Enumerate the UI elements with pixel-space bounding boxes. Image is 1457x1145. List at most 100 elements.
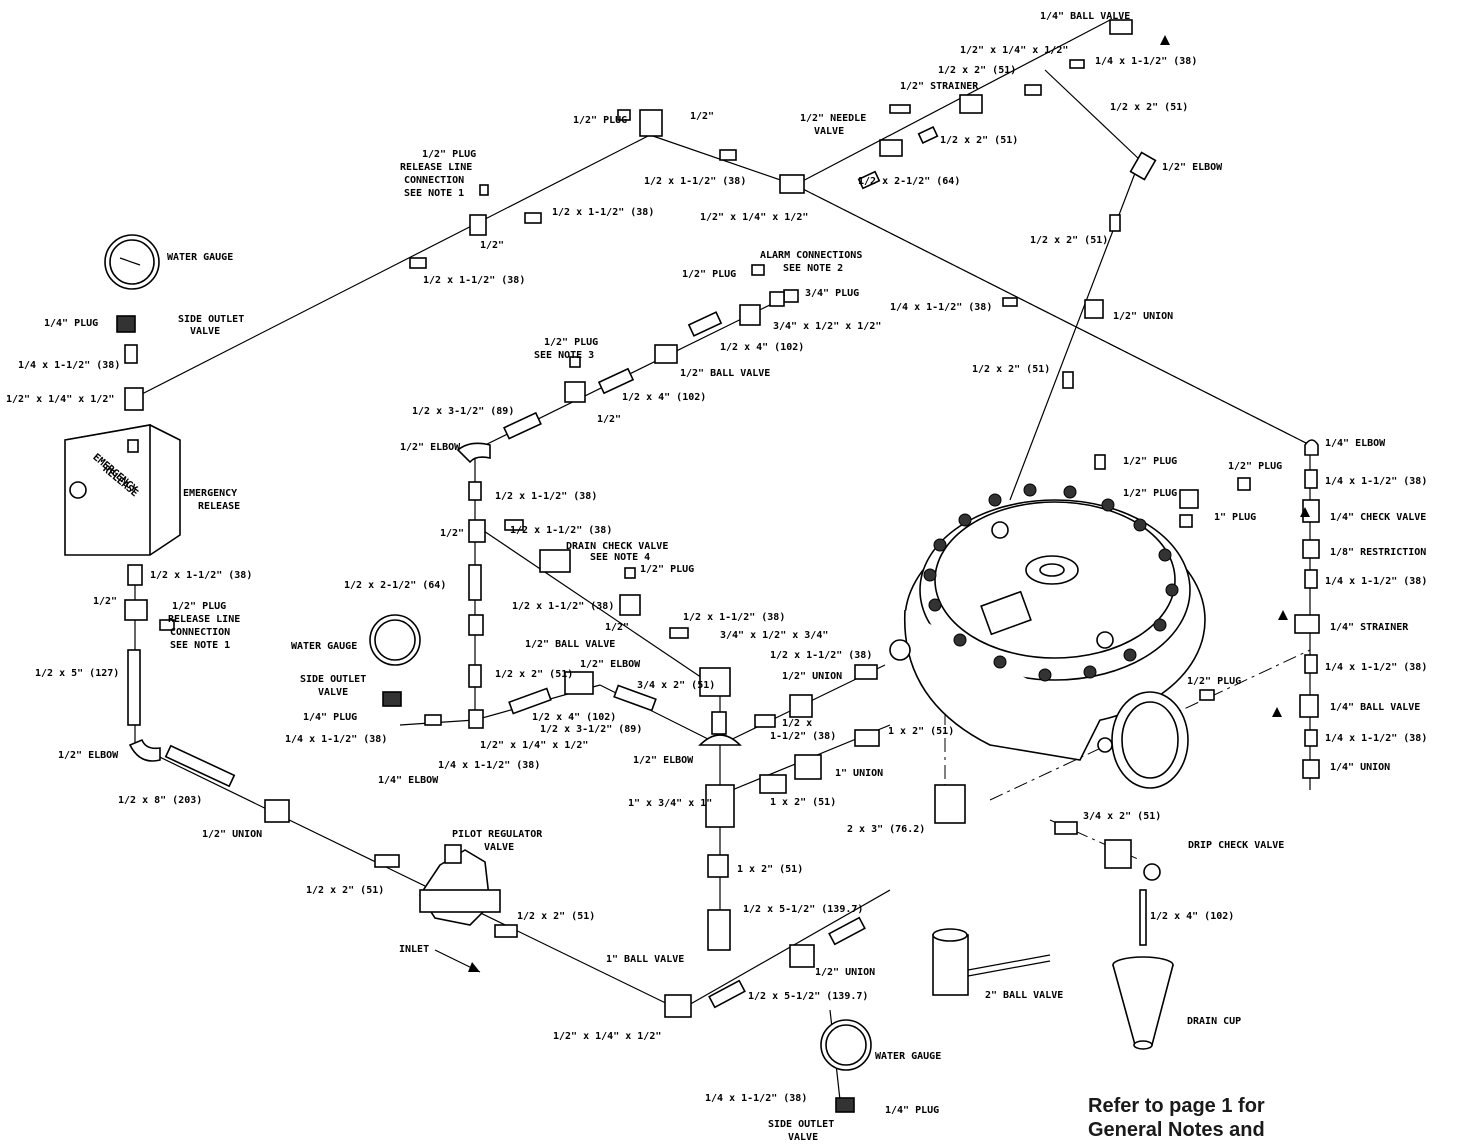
label-nipple-mid-g: 1/4 x 1-1/2" (38) bbox=[438, 760, 540, 771]
label-plug-half-cover-3: 1/2" PLUG bbox=[1123, 488, 1177, 499]
label-drain-cup: DRAIN CUP bbox=[1187, 1016, 1241, 1027]
label-needle-valve-2: VALVE bbox=[814, 126, 844, 137]
label-nipple-alarm: 1/2 x 4" (102) bbox=[720, 342, 804, 353]
label-tee-top-2: 1/2" x 1/4" x 1/2" bbox=[700, 212, 808, 223]
label-nipple-203: 1/2 x 8" (203) bbox=[118, 795, 202, 806]
label-tee-bottom: 1/2" x 1/4" x 1/2" bbox=[553, 1031, 661, 1042]
label-nipple-four-mid: 1/2 x 4" (102) bbox=[622, 392, 706, 403]
label-nipple-left-64: 1/2 x 2-1/2" (64) bbox=[344, 580, 446, 591]
label-tee-half-note3: 1/2" bbox=[597, 414, 621, 425]
label-nipple-top-e: 1/2 x 1-1/2" (38) bbox=[644, 176, 746, 187]
label-elbow-half-top-right: 1/2" ELBOW bbox=[1162, 162, 1223, 173]
label-side-outlet-2: VALVE bbox=[190, 326, 220, 337]
two-inch-ball-valve bbox=[932, 928, 1051, 996]
reference-note: Refer to page 1 for General Notes and bbox=[1088, 1094, 1265, 1142]
label-nipple-three-quarter-2: 3/4 x 2" (51) bbox=[637, 680, 715, 691]
label-tee-half-top: 1/2" bbox=[690, 111, 714, 122]
label-plug-half-cover-2: 1/2" PLUG bbox=[1228, 461, 1282, 472]
label-nipple-low-a: 1/2 x 2" (51) bbox=[306, 885, 384, 896]
label-nipple-one-two-c: 1 x 2" (51) bbox=[737, 864, 803, 875]
label-union-quarter-right: 1/4" UNION bbox=[1330, 762, 1390, 773]
label-nipple-one-two: 1 x 2" (51) bbox=[888, 726, 954, 737]
label-nipple-one-two-b: 1 x 2" (51) bbox=[770, 797, 836, 808]
label-release-plug-2: RELEASE LINE bbox=[400, 162, 472, 173]
label-nipple-three-quarter-3: 3/4 x 2" (51) bbox=[1083, 811, 1161, 822]
label-plug-drain: 1/2" PLUG bbox=[640, 564, 694, 575]
pilot-regulator-valve bbox=[419, 844, 501, 926]
label-plug-half-alarm: 1/2" PLUG bbox=[682, 269, 736, 280]
label-nipple-three-half: 1/2 x 3-1/2" (89) bbox=[412, 406, 514, 417]
label-tee-half-left: 1/2" bbox=[440, 528, 464, 539]
emergency-release-box: EMERGENCY RELEASE bbox=[64, 424, 181, 556]
label-union-half-low: 1/2" UNION bbox=[202, 829, 262, 840]
label-ball-valve-quarter-top: 1/4" BALL VALVE bbox=[1040, 11, 1130, 22]
label-plug-note3-2: SEE NOTE 3 bbox=[534, 350, 594, 361]
label-nipple-two-three: 2 x 3" (76.2) bbox=[847, 824, 925, 835]
label-plug-half-right-low: 1/2" PLUG bbox=[1187, 676, 1241, 687]
label-tee-half-left-low: 1/2" bbox=[93, 596, 117, 607]
label-nipple-mid-e: 1/2 x 1-1/2" (38) bbox=[770, 650, 872, 661]
label-union-half-mid: 1/2" UNION bbox=[782, 671, 842, 682]
label-plug-quarter-bottom: 1/4" PLUG bbox=[885, 1105, 939, 1116]
label-nipple-top-f: 1/2 x 2-1/2" (64) bbox=[858, 176, 960, 187]
drain-cup bbox=[1112, 889, 1174, 1050]
label-alarm-1: ALARM CONNECTIONS bbox=[760, 250, 862, 261]
label-nipple-top-c: 1/2 x 2" (51) bbox=[1110, 102, 1188, 113]
label-plug-half-top: 1/2" PLUG bbox=[573, 115, 627, 126]
label-nipple-top-d: 1/2 x 2" (51) bbox=[940, 135, 1018, 146]
label-nipple-low-b: 1/2 x 2" (51) bbox=[517, 911, 595, 922]
label-needle-valve: 1/2" NEEDLE bbox=[800, 113, 866, 124]
label-tee-one-inch: 1" x 3/4" x 1" bbox=[628, 798, 712, 809]
label-nipple-top-a: 1/2 x 2" (51) bbox=[938, 65, 1016, 76]
label-elbow-half-center: 1/2" ELBOW bbox=[633, 755, 694, 766]
label-nipple-quarter-mid: 1/4 x 1-1/2" (38) bbox=[890, 302, 992, 313]
label-plug-quarter-mid: 1/4" PLUG bbox=[303, 712, 357, 723]
label-water-gauge-mid: WATER GAUGE bbox=[291, 641, 357, 652]
label-drain-check-2: SEE NOTE 4 bbox=[590, 552, 650, 563]
label-side-outlet-1: SIDE OUTLET bbox=[178, 314, 244, 325]
label-side-outlet-c1: SIDE OUTLET bbox=[768, 1119, 834, 1130]
label-water-gauge-bottom: WATER GAUGE bbox=[875, 1051, 941, 1062]
pipe-fittings bbox=[124, 19, 1320, 1018]
label-nipple-low-e: 1/2 x 5-1/2" (139.7) bbox=[748, 991, 868, 1002]
label-tee-half-mid: 1/2" bbox=[480, 240, 504, 251]
label-release-plug-b3: CONNECTION bbox=[170, 627, 230, 638]
label-nipple-127: 1/2 x 5" (127) bbox=[35, 668, 119, 679]
label-elbow-quarter-left: 1/4" ELBOW bbox=[378, 775, 439, 786]
label-nipple-quarter-r4: 1/4 x 1-1/2" (38) bbox=[1325, 733, 1427, 744]
label-tee-left-gauge: 1/2" x 1/4" x 1/2" bbox=[6, 394, 114, 405]
label-nipple-quarter-r3: 1/4 x 1-1/2" (38) bbox=[1325, 662, 1427, 673]
flow-arrows bbox=[434, 35, 1310, 973]
label-release-plug-b2: RELEASE LINE bbox=[168, 614, 240, 625]
reference-note-line-1: Refer to page 1 for bbox=[1088, 1095, 1265, 1117]
label-union-one-inch: 1" UNION bbox=[835, 768, 883, 779]
label-inlet: INLET bbox=[399, 944, 429, 955]
label-plug-one-inch: 1" PLUG bbox=[1214, 512, 1256, 523]
label-side-outlet-c2: VALVE bbox=[788, 1132, 818, 1143]
label-nipple-quarter-bottom: 1/4 x 1-1/2" (38) bbox=[705, 1093, 807, 1104]
label-ball-valve-half-top: 1/2" BALL VALVE bbox=[680, 368, 770, 379]
label-nipple-quarter-r1: 1/4 x 1-1/2" (38) bbox=[1325, 476, 1427, 487]
label-elbow-half-left-low: 1/2" ELBOW bbox=[58, 750, 119, 761]
label-nipple-mid-c: 1/2 x 1-1/2" (38) bbox=[512, 601, 614, 612]
label-nipple-low-d: 1/2 x 4" (102) bbox=[1150, 911, 1234, 922]
label-nipple-top-i: 1/2 x 1-1/2" (38) bbox=[423, 275, 525, 286]
label-plug-half-cover-1: 1/2" PLUG bbox=[1123, 456, 1177, 467]
label-tee-low-mid: 1/2" x 1/4" x 1/2" bbox=[480, 740, 588, 751]
label-nipple-half-x2: 1-1/2" (38) bbox=[770, 731, 836, 742]
label-union-half-bottom: 1/2" UNION bbox=[815, 967, 875, 978]
label-nipple-mid-a: 1/2 x 1-1/2" (38) bbox=[495, 491, 597, 502]
water-gauge-top bbox=[104, 234, 160, 333]
label-nipple-top-g: 1/2 x 1-1/2" (38) bbox=[552, 207, 654, 218]
label-nipple-low-c: 1/2 x 5-1/2" (139.7) bbox=[743, 904, 863, 915]
label-plug-quarter-left: 1/4" PLUG bbox=[44, 318, 98, 329]
label-strainer-quarter: 1/4" STRAINER bbox=[1330, 622, 1409, 633]
label-nipple-quarter-left-low: 1/4 x 1-1/2" (38) bbox=[285, 734, 387, 745]
label-drip-check: DRIP CHECK VALVE bbox=[1188, 840, 1284, 851]
label-ball-valve-two-inch: 2" BALL VALVE bbox=[985, 990, 1063, 1001]
label-nipple-top-b: 1/4 x 1-1/2" (38) bbox=[1095, 56, 1197, 67]
label-release-plug-4: SEE NOTE 1 bbox=[404, 188, 464, 199]
labels: 1/4" BALL VALVE 1/2" x 1/4" x 1/2" 1/2 x… bbox=[6, 11, 1427, 1143]
